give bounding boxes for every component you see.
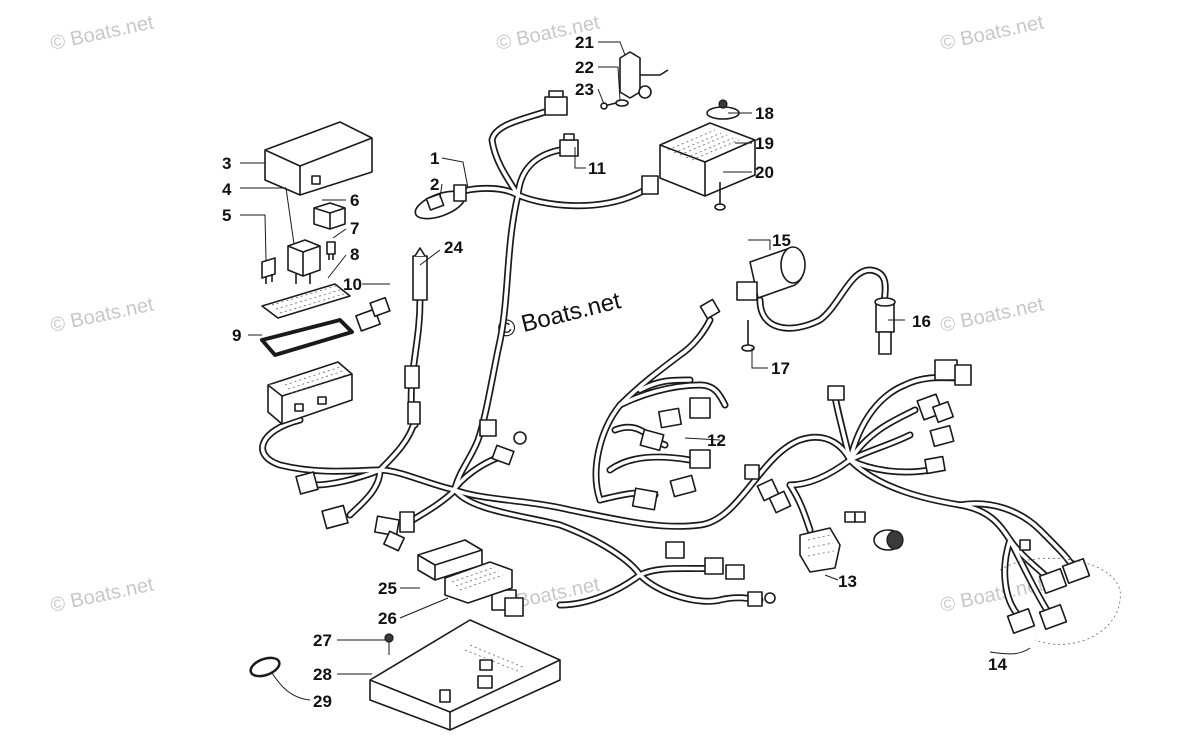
connector-13 [799,511,904,573]
callout-11: 11 [588,159,606,178]
callout-22: 22 [575,58,594,77]
callout-20: 20 [755,163,774,182]
callout-5: 5 [222,206,231,225]
sensor-24 [404,247,428,425]
connector-11 [559,133,579,157]
screw-23 [600,102,617,110]
callout-9: 9 [232,326,241,345]
relay [287,239,321,284]
fuse-small [326,241,336,260]
callout-25: 25 [378,579,397,598]
fuse-box-base [267,361,353,425]
connectors-14 [999,539,1121,645]
callout-29: 29 [313,692,332,711]
callout-14: 14 [988,655,1007,674]
callout-27: 27 [313,631,332,650]
ecu [444,561,513,604]
connectors-left [295,471,415,552]
fuse-panel-label [261,283,351,319]
washer-22 [615,99,629,107]
callout-7: 7 [350,219,359,238]
watermark: © Boats.net [48,11,156,54]
watermark: © Boats.net [938,293,1046,336]
voltage-regulator [641,122,756,197]
connectors-lower [491,541,776,617]
screw-20 [714,182,726,211]
callout-6: 6 [350,191,359,210]
callout-8: 8 [350,245,359,264]
sensor-21 [619,51,669,99]
spark-plug-cap [874,297,896,355]
callout-28: 28 [313,665,332,684]
callouts: 1 2 3 4 5 6 7 8 9 10 11 12 13 14 15 16 1… [222,33,1031,711]
callout-4: 4 [222,180,232,199]
clamp-ring [249,656,281,678]
callout-21: 21 [575,33,594,52]
callout-1: 1 [430,149,439,168]
connectors-12 [479,298,721,511]
callout-19: 19 [755,134,774,153]
mounting-plate [369,619,561,731]
watermark: © Boats.net [938,11,1046,54]
callout-16: 16 [912,312,931,331]
connectors-right [744,359,972,514]
relay-small [313,202,346,230]
fuse-box-cover [264,121,373,196]
watermark: © Boats.net [48,293,156,336]
connector-1-2 [414,184,467,220]
ignition-coil [736,246,806,301]
callout-17: 17 [771,359,790,378]
callout-12: 12 [707,431,726,450]
connector-top [544,90,568,116]
callout-24: 24 [444,238,463,257]
center-watermark: © Boats.net [495,287,624,344]
callout-18: 18 [755,104,774,123]
callout-2: 2 [430,175,439,194]
callout-23: 23 [575,80,594,99]
fuse-box-gasket [260,318,354,357]
callout-3: 3 [222,154,231,173]
parts [249,51,1121,731]
watermark: © Boats.net [48,573,156,616]
connector-10 [355,296,391,332]
callout-15: 15 [772,231,791,250]
callout-26: 26 [378,609,397,628]
washer-18 [706,99,740,120]
callout-13: 13 [838,572,857,591]
fastener-27 [384,633,394,655]
fuse-large [261,257,276,284]
screw-17 [741,320,755,352]
callout-10: 10 [343,275,362,294]
